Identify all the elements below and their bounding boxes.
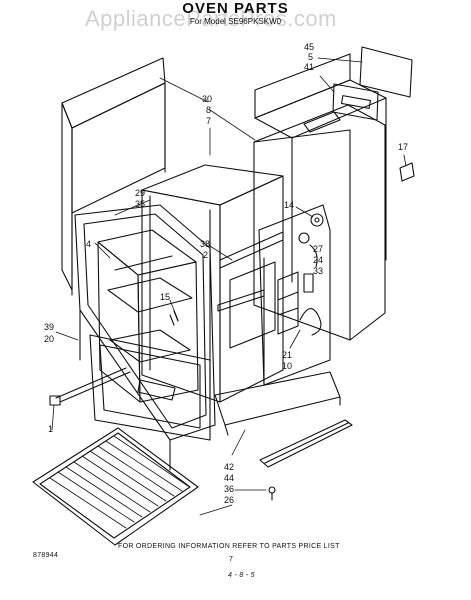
callout-15: 15: [160, 292, 170, 302]
callout-10: 10: [282, 361, 292, 371]
callout-45: 45: [304, 42, 314, 52]
diagram-title: OVEN PARTS: [182, 0, 289, 17]
callout-30: 30: [202, 94, 212, 104]
handwritten-date: 4 - 8 - 5: [228, 572, 255, 579]
callout-8: 8: [206, 105, 211, 115]
oven-rack: [32, 427, 199, 546]
callout-38: 38: [200, 239, 210, 249]
front-frame: [74, 204, 216, 471]
page-number: 7: [229, 556, 234, 563]
watermark: AppliancePartsPros.com: [85, 6, 337, 31]
callout-4: 4: [86, 239, 91, 249]
callout-27: 27: [313, 244, 323, 254]
callout-39: 39: [44, 322, 54, 332]
model-subtitle: For Model SE96PKSKW0: [189, 17, 282, 26]
callout-24: 24: [313, 255, 323, 265]
callout-29: 29: [135, 188, 145, 198]
ordering-note: FOR ORDERING INFORMATION REFER TO PARTS …: [118, 543, 340, 550]
bracket-part-17: [399, 162, 415, 182]
side-gas-panel: [258, 204, 331, 386]
callout-41: 41: [304, 62, 314, 72]
callout-5: 5: [308, 52, 313, 62]
back-wrapper: [253, 104, 386, 341]
callout-26: 26: [224, 495, 234, 505]
callout-17: 17: [398, 142, 408, 152]
callout-35: 35: [135, 199, 145, 209]
callout-7: 7: [206, 116, 211, 126]
callout-44: 44: [224, 473, 234, 483]
callout-33: 33: [313, 266, 323, 276]
callout-42: 42: [224, 462, 234, 472]
door-liner: [89, 334, 211, 441]
left-side-panel: [61, 57, 166, 296]
vent-plate: [332, 46, 413, 121]
bottom-tray: [214, 371, 353, 501]
doc-number: 878944: [33, 552, 59, 559]
callout-14: 14: [284, 200, 294, 210]
callout-1: 1: [48, 424, 53, 434]
callout-20: 20: [44, 334, 54, 344]
leader-lines: [51, 57, 407, 516]
callout-numbers: 45 5 41 30 8 7 17 29 35 14 4 38 2 27 24 …: [44, 42, 408, 505]
burner-assembly: [298, 213, 324, 293]
callout-36: 36: [224, 484, 234, 494]
bake-element: [49, 367, 131, 406]
inner-cavity: [97, 229, 199, 403]
callout-2: 2: [203, 250, 208, 260]
oven-cavity-body: [141, 164, 284, 403]
callout-21: 21: [282, 350, 292, 360]
